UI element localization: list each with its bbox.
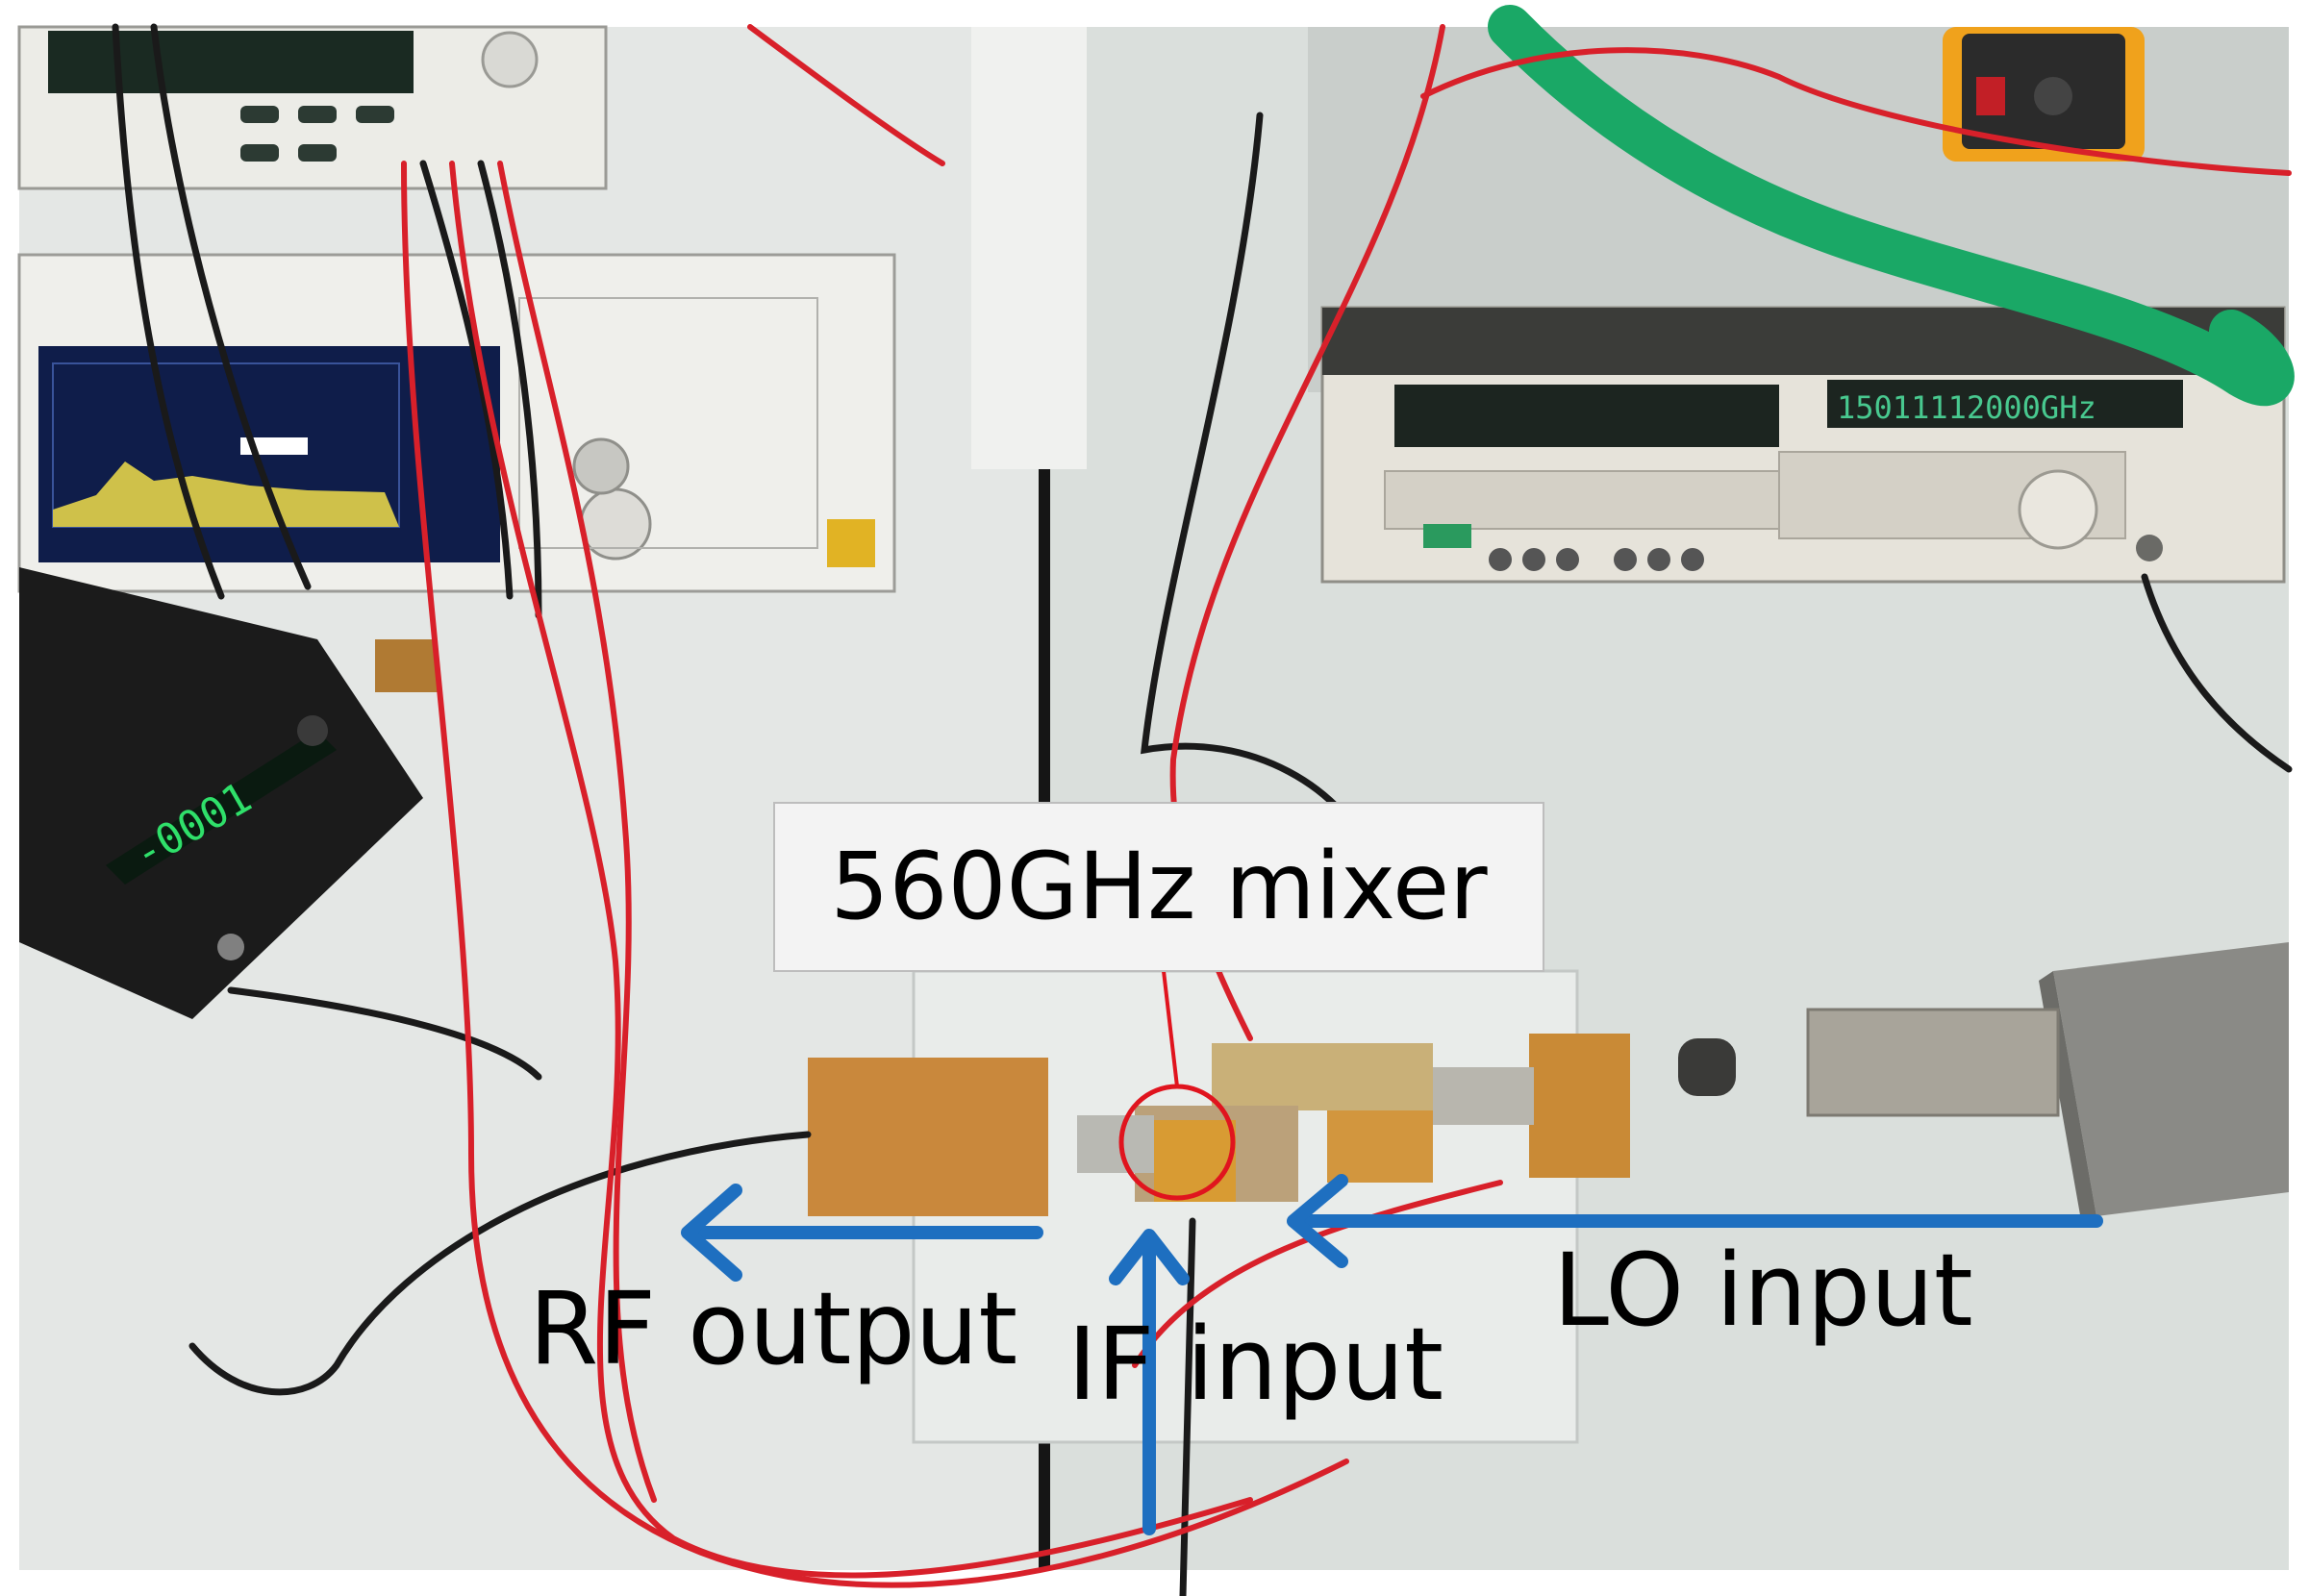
power-supply (17, 25, 608, 190)
lo-waveguide-coupler (1806, 1008, 2060, 1117)
rf-output-label: RF output (529, 1270, 1017, 1387)
freq-readout: 15011112000GHz (1837, 389, 2096, 426)
bench-back-panel (971, 27, 1087, 469)
waveguide-chain (808, 1034, 1630, 1216)
mixer-label: 560GHz mixer (830, 833, 1488, 940)
rf-output-arrow (681, 1184, 1043, 1282)
lo-input-label: LO input (1553, 1232, 1973, 1349)
spectrum-analyzer (17, 253, 896, 593)
lo-input-arrow (1287, 1174, 2103, 1268)
lo-source-head (2039, 942, 2289, 1226)
lo-attenuator (1678, 1038, 1736, 1096)
if-input-arrow (1109, 1229, 1190, 1535)
black-cables (112, 23, 2293, 1596)
green-hose (1488, 5, 2295, 407)
frequency-counter: -0001 (19, 567, 438, 1019)
mixer-label-box: 560GHz mixer (773, 802, 1544, 972)
multimeter (1943, 27, 2145, 162)
mixer-highlight (1118, 970, 1236, 1201)
if-input-label: IF input (1067, 1306, 1443, 1423)
